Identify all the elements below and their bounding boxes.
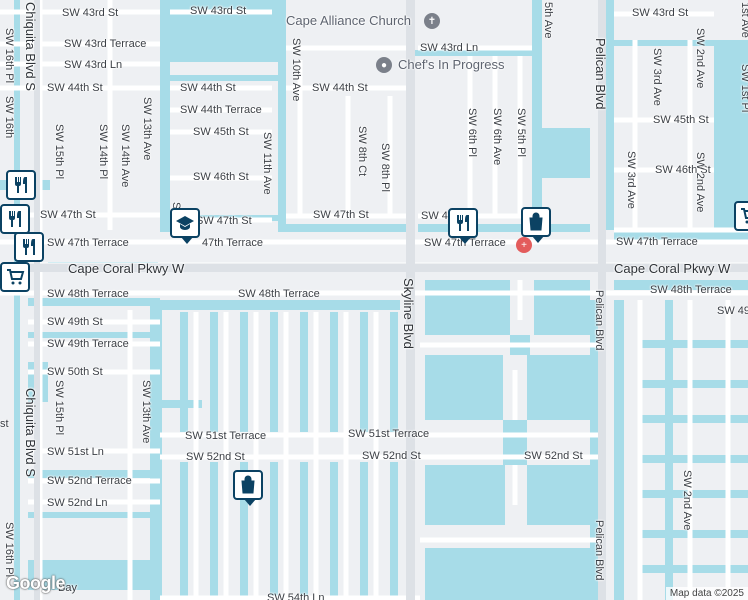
street-label: SW 6th Pl: [466, 108, 478, 157]
street-label: SW 3rd Ave: [625, 151, 637, 209]
street-label: SW 8th Ct: [356, 126, 368, 177]
street-label: SW 44th Terrace: [180, 104, 262, 116]
road-label-pelican-blvd-south: Pelican Blvd: [593, 290, 605, 351]
road-label-chiquita-blvd-south: Chiquita Blvd S: [23, 388, 38, 477]
street-label: SW 49: [717, 305, 748, 317]
street-label: SW 15th Pl: [53, 380, 65, 436]
street-label: 1st Ave: [739, 2, 748, 38]
street-label: SW 52nd St: [362, 450, 421, 462]
street-label: SW 10th Ave: [290, 38, 302, 102]
street-label: SW 48th Terrace: [650, 284, 732, 296]
street-label: st: [0, 418, 9, 430]
street-label: SW 43rd Ln: [64, 59, 123, 71]
street-label: SW 4: [421, 210, 448, 222]
street-label: 5th Ave: [542, 2, 554, 39]
street-label: SW 46th St: [655, 164, 711, 176]
street-label: SW 43rd Ln: [420, 42, 479, 54]
road-label-pelican-blvd-north: Pelican Blvd: [593, 38, 608, 110]
street-label: SW 48th Terrace: [238, 288, 320, 300]
shopping-cart-marker-icon[interactable]: [0, 262, 30, 292]
street-label: SW 47th St: [196, 215, 252, 227]
street-label: SW 44th St: [47, 82, 103, 94]
street-label: SW 6th Ave: [491, 108, 503, 166]
street-label: SW 15th Pl: [53, 124, 65, 180]
street-label: SW 16th Pl: [3, 522, 15, 578]
street-label: SW 52nd St: [186, 451, 245, 463]
road-label-cape-coral-pkwy-east: Cape Coral Pkwy W: [614, 261, 731, 276]
road-label-chiquita-blvd-north: Chiquita Blvd S: [23, 2, 38, 91]
church-icon[interactable]: ✝: [424, 13, 440, 29]
google-logo: Google: [6, 573, 66, 593]
street-label: SW 43rd Terrace: [64, 38, 147, 50]
street-label: SW 51st Terrace: [348, 428, 430, 440]
street-label: SW 1st Pl: [739, 64, 748, 113]
street-label: SW 47th Terrace: [47, 237, 129, 249]
street-label: SW 3rd Ave: [651, 48, 663, 106]
street-label: SW 49th Terrace: [47, 338, 129, 350]
street-label: SW 44th St: [312, 82, 368, 94]
restaurant-marker-icon[interactable]: [6, 170, 36, 200]
street-label: SW 13th Ave: [141, 97, 153, 161]
restaurant-marker-icon[interactable]: [0, 204, 30, 234]
street-label: SW 43rd St: [190, 5, 247, 17]
street-label: SW 16th Pl: [3, 28, 15, 84]
street-label: SW 52nd Ln: [47, 497, 108, 509]
poi-label-restaurant[interactable]: Chef's In Progress: [398, 57, 505, 72]
street-label: SW 16th: [3, 96, 15, 139]
hospital-icon[interactable]: +: [516, 237, 532, 253]
street-label: SW 45th St: [653, 114, 709, 126]
street-label: SW 52nd St: [524, 450, 583, 462]
street-label: SW 45th St: [193, 126, 249, 138]
street-label: SW 47th St: [313, 209, 369, 221]
street-label: SW 14th Pl: [97, 124, 109, 180]
street-label: SW 52nd Terrace: [47, 475, 132, 487]
road-label-cape-coral-pkwy-west: Cape Coral Pkwy W: [68, 261, 185, 276]
street-label: S: [170, 202, 182, 210]
street-label: SW 50th St: [47, 366, 103, 378]
street-label: Bay: [58, 582, 77, 594]
road-label-skyline-blvd: Skyline Blvd: [401, 278, 416, 349]
street-label: SW 2nd Ave: [694, 152, 706, 213]
road-label-pelican-blvd-bottom: Pelican Blvd: [593, 520, 605, 581]
street-label: SW 14th Ave: [119, 124, 131, 188]
school-marker-icon[interactable]: [170, 208, 200, 244]
street-label: SW 2nd Ave: [694, 28, 706, 89]
street-label: SW 43rd St: [62, 7, 119, 19]
street-label: SW 44th St: [180, 82, 236, 94]
street-label: SW 47th Terrace: [616, 236, 698, 248]
street-label: SW 51st Terrace: [185, 430, 267, 442]
street-label: 47th Terrace: [202, 237, 263, 249]
street-label: SW 2nd Ave: [681, 470, 693, 531]
map-attribution[interactable]: Map data ©2025: [665, 587, 748, 600]
street-label: SW 5th Pl: [515, 108, 527, 157]
street-label: SW 48th Terrace: [47, 288, 129, 300]
street-label: SW 11th Ave: [261, 132, 273, 195]
place-pin-icon[interactable]: ●: [376, 57, 392, 73]
street-label: SW 46th St: [193, 171, 249, 183]
street-label: SW 51st Ln: [47, 446, 104, 458]
restaurant-marker-icon[interactable]: [14, 232, 44, 262]
shopping-bag-marker-icon[interactable]: [521, 207, 551, 243]
street-label: SW 8th Pl: [379, 143, 391, 192]
street-label: SW 13th Ave: [140, 380, 152, 444]
street-label: SW 43rd St: [632, 7, 689, 19]
poi-label-church[interactable]: Cape Alliance Church: [286, 13, 412, 28]
shopping-bag-marker-icon[interactable]: [233, 470, 263, 506]
shopping-cart-marker-icon[interactable]: [734, 201, 748, 231]
street-label: SW 49th St: [47, 316, 103, 328]
street-label: SW 47th St: [40, 209, 96, 221]
street-label: SW 54th Ln: [267, 592, 325, 600]
restaurant-marker-icon[interactable]: [448, 208, 478, 244]
